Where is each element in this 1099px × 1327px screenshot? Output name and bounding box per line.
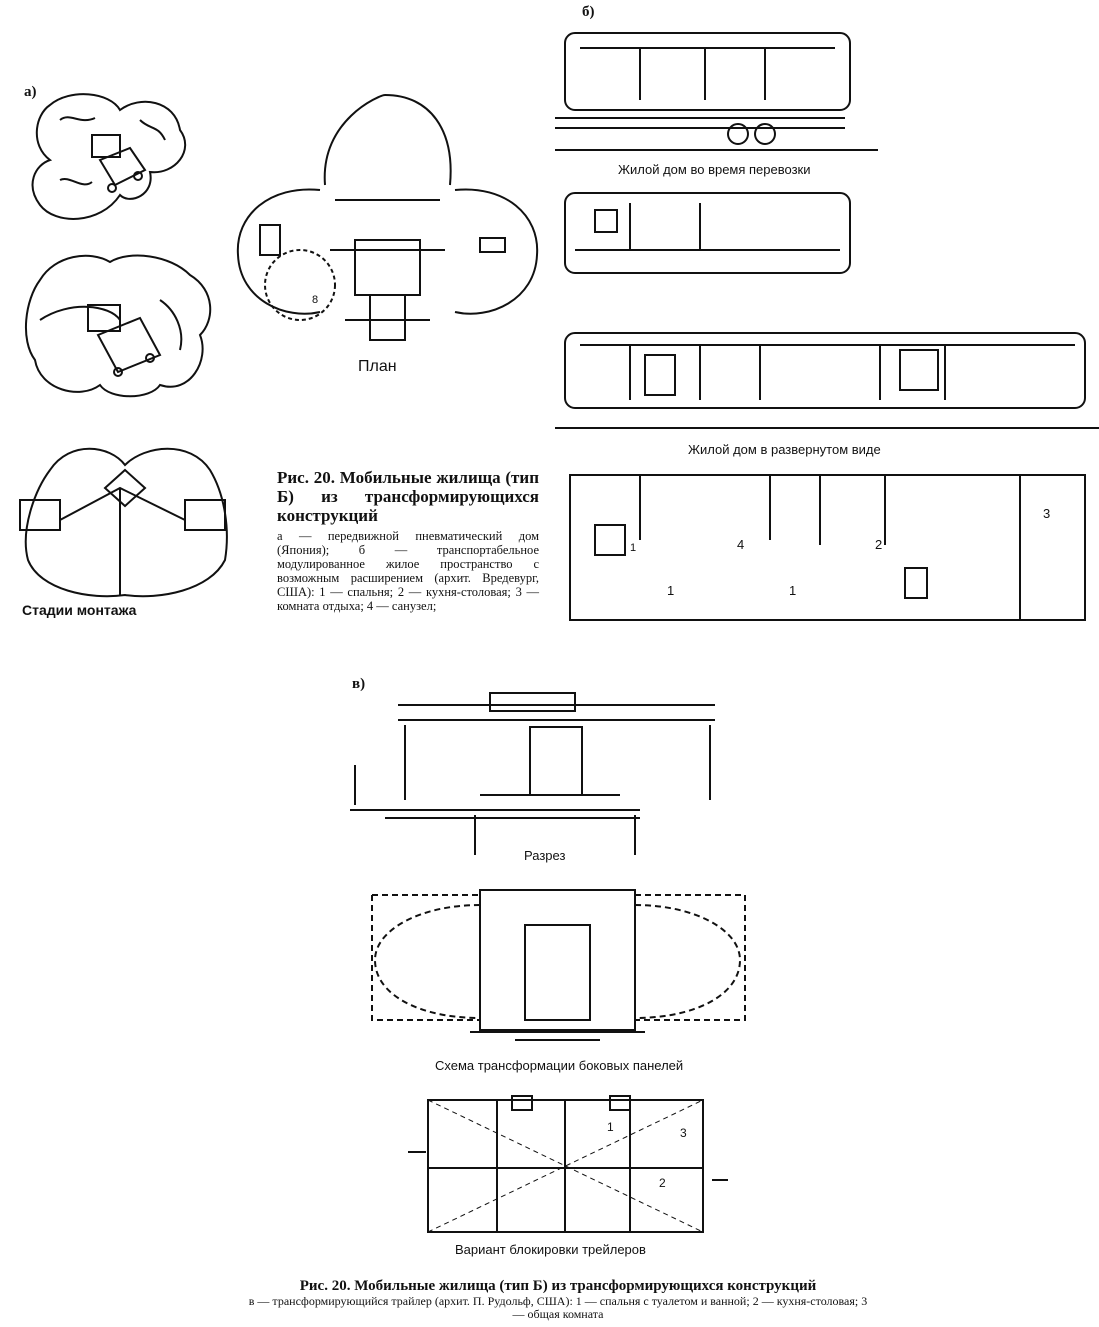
section-caption: Разрез [524,848,566,863]
figure-caption-top: Рис. 20. Мобильные жилища (тип Б) из тра… [277,468,539,613]
room-number: 2 [659,1176,666,1190]
trailer-transport-drawing [555,32,878,151]
part-label-v: в) [352,676,366,692]
part-label-a: а) [24,84,37,100]
figure-caption-bottom: Рис. 20. Мобильные жилища (тип Б) из тра… [248,1278,868,1321]
figure-caption-bottom-body: в — трансформирующийся трайлер (архит. П… [248,1294,868,1321]
room-number: 3 [1043,506,1051,521]
trailer-plan-drawing [564,192,851,274]
figure-caption-bottom-title: Рис. 20. Мобильные жилища (тип Б) из тра… [299,1278,817,1294]
blocking-caption: Вариант блокировки трейлеров [455,1242,646,1257]
stage-1-drawing [31,93,187,220]
room-number: 4 [737,537,745,552]
transform-caption: Схема трансформации боковых панелей [435,1058,684,1073]
section-drawing [350,692,715,855]
figure-caption-top-body: а — передвижной пневматический дом (Япон… [277,529,539,613]
room-number: 1 [630,542,637,554]
transformation-drawing [371,889,746,1041]
room-number: 1 [667,583,675,598]
room-number: 2 [875,537,883,552]
plan-caption: План [358,358,397,375]
expanded-caption: Жилой дом в развернутом виде [688,442,881,457]
stages-caption: Стадии монтажа [22,602,137,618]
room-number: 1 [789,583,797,598]
figure-caption-top-title: Рис. 20. Мобильные жилища (тип Б) из тра… [277,468,539,525]
plan-room-number: 8 [312,294,319,306]
stage-2-drawing [24,254,212,398]
pneumatic-plan-drawing [236,93,539,341]
expanded-elevation-drawing [555,332,1099,429]
expanded-plan-drawing [569,474,1086,621]
room-number: 3 [680,1126,687,1140]
room-number: 1 [607,1120,614,1134]
stage-3-drawing [19,447,228,598]
transport-caption: Жилой дом во время перевозки [618,162,811,177]
blocking-plan-drawing [408,1095,728,1233]
part-label-b: б) [582,4,595,20]
